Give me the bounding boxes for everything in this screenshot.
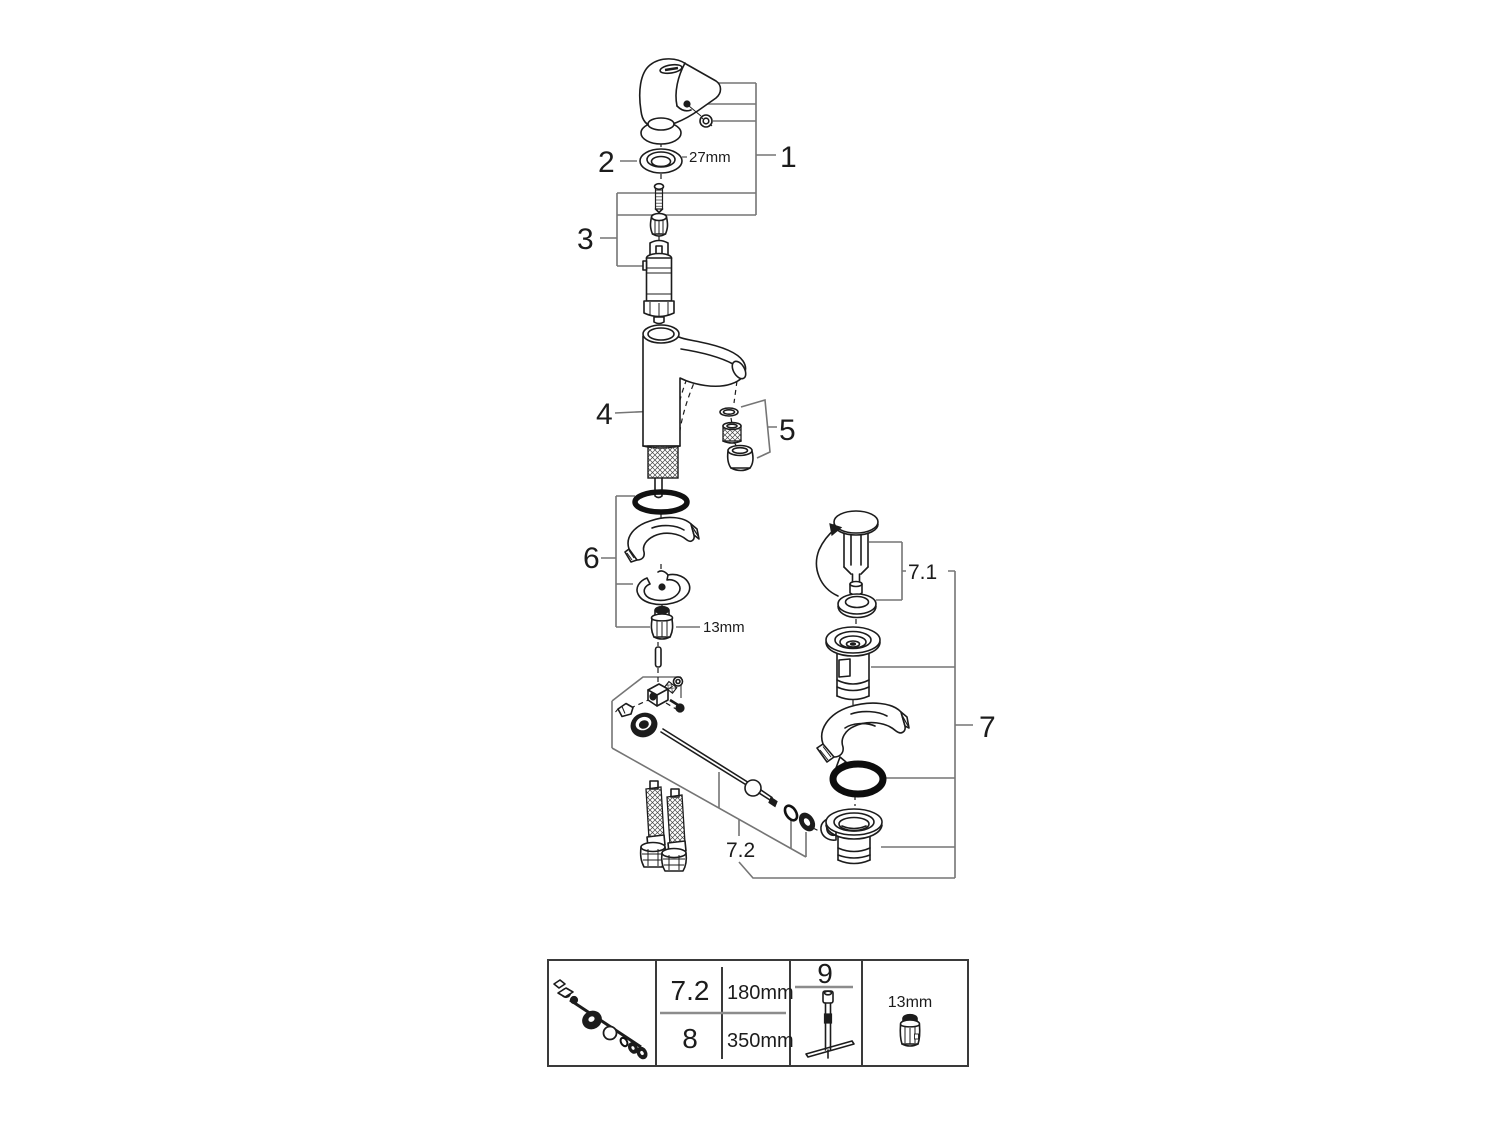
faucet-body [642, 324, 747, 449]
threaded-shank [647, 445, 679, 499]
escutcheon-ring-27mm [639, 148, 683, 174]
mounting-wedge [624, 516, 700, 563]
horseshoe-washer [636, 570, 691, 606]
stopper-seal-ring [837, 593, 877, 619]
cartridge-cap-nut [649, 212, 669, 237]
table-rod-assembly-art [553, 979, 648, 1060]
leader-lines-part71 [869, 541, 955, 601]
callout-7-2: 7.2 [726, 839, 755, 862]
cap-ring [640, 117, 682, 145]
o-ring-gasket [632, 489, 690, 515]
clamp-screw-lower [669, 698, 685, 713]
callout-1: 1 [780, 141, 797, 174]
handle-screw [683, 100, 713, 128]
rod-o-ring [783, 804, 799, 822]
leader-lines-part5 [740, 398, 777, 459]
handle-lever [638, 58, 722, 128]
clamp-screw-upper [663, 676, 684, 695]
leader-lines-part7 [871, 571, 973, 878]
dim-label-27mm: 27mm [689, 149, 731, 166]
drain-stopper [833, 510, 879, 603]
parts-table: 7.2 180mm 8 350mm 9 13mm [547, 958, 969, 1067]
leader-lines-part2 [620, 156, 687, 162]
drain-wedge-gasket [816, 702, 910, 769]
aerator-insert [722, 421, 742, 444]
rod-clamp-block [647, 683, 669, 707]
callout-4: 4 [596, 398, 613, 431]
rod-grommet [630, 712, 658, 738]
drain-flange [825, 626, 881, 701]
dim-label-13mm: 13mm [703, 619, 745, 636]
table-ref-7-2: 7.2 [671, 975, 710, 1006]
callout-7: 7 [979, 711, 996, 744]
cartridge [642, 239, 675, 325]
callout-7-1: 7.1 [908, 561, 937, 584]
callout-5: 5 [779, 414, 796, 447]
supply-hose-right [660, 788, 688, 872]
pop-up-rod [660, 728, 778, 808]
drain-socket [820, 808, 883, 865]
callout-2: 2 [598, 146, 615, 179]
aerator-housing [726, 444, 754, 472]
stopper-rotation-arrow [815, 523, 843, 597]
aerator-washer [719, 407, 739, 417]
table-socket-nut-art [899, 1013, 921, 1047]
leader-lines-part3 [600, 193, 646, 267]
cartridge-screw [653, 182, 665, 214]
leader-lines-part6 [601, 495, 700, 628]
table-tool-ref-9: 9 [817, 958, 833, 989]
leader-lines-part1 [617, 82, 776, 216]
table-length-350mm: 350mm [727, 1030, 794, 1052]
table-ref-8: 8 [682, 1023, 698, 1054]
mounting-nut-13mm [650, 605, 674, 640]
drain-o-ring [829, 760, 887, 798]
supply-hose-left [639, 780, 667, 868]
callout-6: 6 [583, 542, 600, 575]
table-length-180mm: 180mm [727, 982, 794, 1004]
table-nut-dim-13mm: 13mm [888, 994, 932, 1011]
center-axis-dashes [621, 133, 857, 835]
cone-fitting [615, 702, 634, 718]
callout-3: 3 [577, 223, 594, 256]
rod-washer [798, 812, 816, 832]
leader-lines-part72 [611, 676, 955, 879]
table-tool-art [805, 990, 855, 1059]
pull-rod-pin [654, 646, 662, 668]
